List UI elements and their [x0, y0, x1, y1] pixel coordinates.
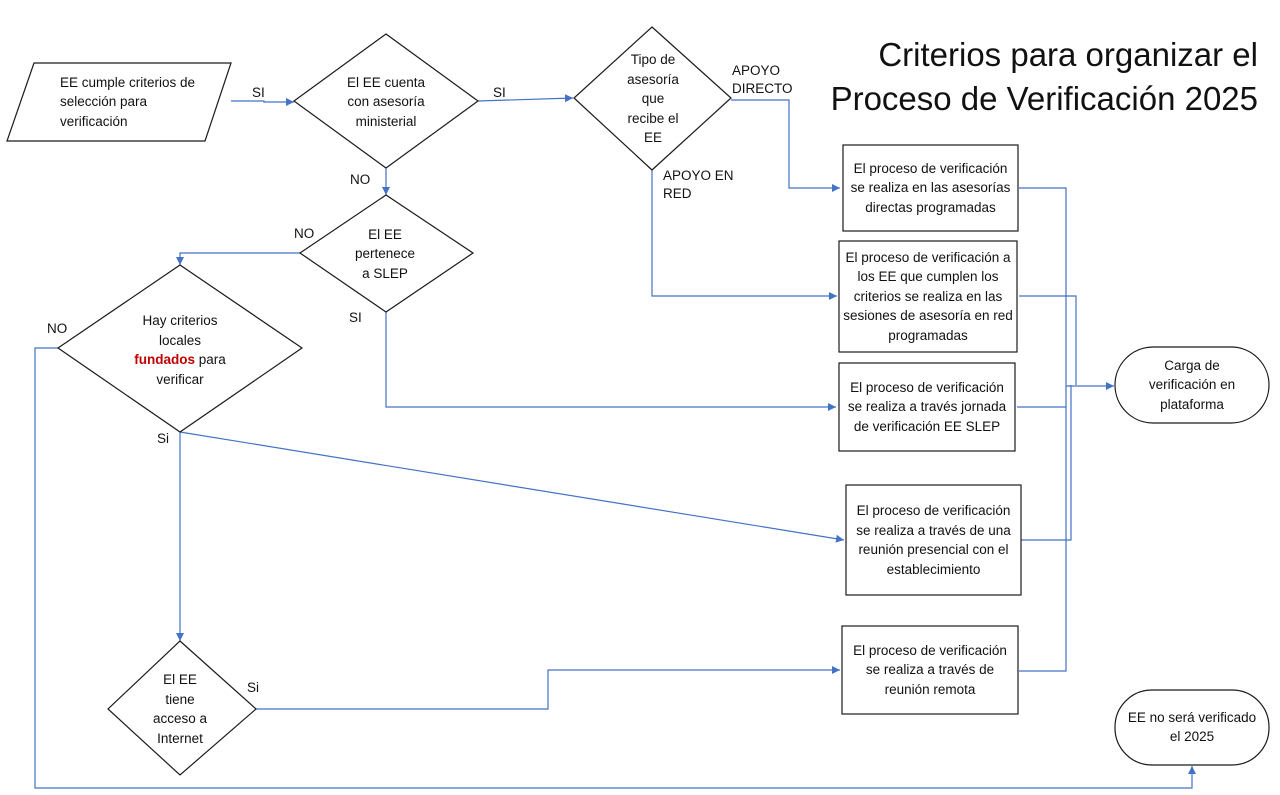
connector-tipo-directo — [731, 99, 840, 192]
decision-criterios-text: Hay criterios locales fundados para veri… — [120, 310, 240, 390]
decision-asesoria-diamond — [292, 33, 480, 169]
connector-criterios-si-to-presencial — [179, 431, 845, 543]
process-slep-text: El proceso de verificación se realiza a … — [847, 379, 1007, 434]
label-si-internet: Si — [247, 680, 260, 695]
process-red-text: El proceso de verificación a los EE que … — [843, 249, 1013, 343]
label-no-asesoria: NO — [350, 172, 371, 187]
connector-start-to-asesoria — [231, 98, 294, 106]
decision-tipo-text: Tipo de asesoría que recibe el EE — [627, 52, 679, 146]
label-no-criterios: NO — [47, 321, 68, 336]
connector-slep-no-to-criterios — [176, 252, 300, 265]
process-directas-text: El proceso de verificación se realiza en… — [850, 160, 1011, 215]
connector-criterios-no-to-end — [34, 347, 1196, 789]
decision-criterios-diamond — [56, 264, 304, 433]
decision-internet-diamond — [107, 640, 257, 776]
connector-merge-to-carga — [1017, 187, 1114, 672]
end-no-text: EE no será verificado el 2025 — [1127, 709, 1257, 745]
process-remota-box — [841, 625, 1019, 715]
process-slep-box — [838, 362, 1016, 452]
start-parallelogram — [6, 62, 232, 142]
criterios-text-before: Hay criterios locales — [142, 313, 218, 348]
criterios-highlight-word: fundados — [134, 352, 195, 367]
label-no-slep: NO — [294, 226, 315, 241]
label-si-slep: SI — [349, 310, 362, 325]
process-presencial-text: El proceso de verificación se realiza a … — [856, 503, 1011, 577]
decision-slep-diamond — [298, 194, 475, 313]
decision-slep-text: El EE pertenece a SLEP — [354, 226, 416, 281]
decision-asesoria-text: El EE cuenta con asesoría ministerial — [346, 74, 426, 129]
connector-tipo-red — [651, 170, 837, 300]
process-directas-box — [842, 144, 1019, 232]
decision-tipo-diamond — [573, 26, 732, 171]
connector-asesoria-to-tipo — [477, 94, 574, 103]
label-apoyo-red: APOYO EN RED — [663, 168, 734, 201]
end-carga-text: Carga de verificación en plataforma — [1148, 357, 1236, 412]
label-si-asesoria: SI — [493, 85, 506, 100]
connector-internet-si-to-remota — [256, 666, 840, 710]
diagram-title-line-1: Criterios para organizar el — [878, 36, 1258, 73]
decision-internet-text: El EE tiene acceso a Internet — [152, 672, 208, 746]
process-red-box — [838, 240, 1018, 353]
label-si-criterios: Si — [157, 431, 170, 446]
label-apoyo-directo: APOYO DIRECTO — [732, 63, 793, 96]
process-remota-text: El proceso de verificación se realiza a … — [853, 642, 1007, 697]
diagram-title-line-2: Proceso de Verificación 2025 — [830, 80, 1258, 117]
end-carga-terminal — [1114, 346, 1270, 424]
start-node-text: EE cumple criterios de selección para ve… — [60, 74, 196, 129]
label-si-start: SI — [252, 85, 265, 100]
criterios-text-after: para verificar — [156, 352, 226, 387]
process-presencial-box — [845, 484, 1022, 596]
connector-slep-si-to-jornada — [385, 312, 836, 411]
end-no-terminal — [1114, 689, 1270, 766]
